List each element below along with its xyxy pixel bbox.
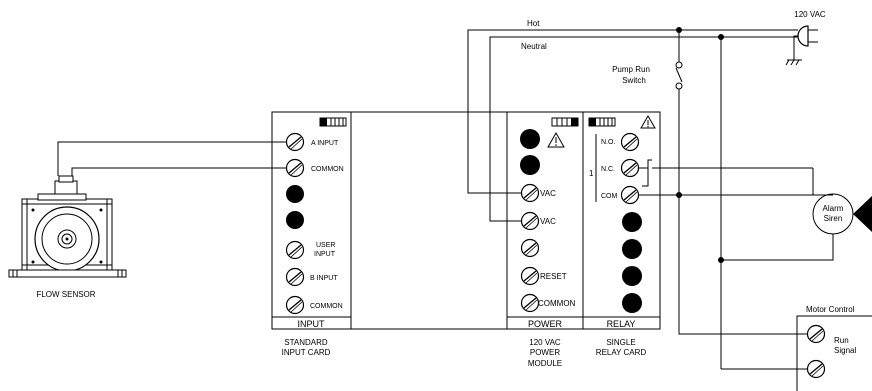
label-common: COMMON (538, 299, 576, 308)
neutral-label: Neutral (521, 42, 547, 51)
relay-number: 1 (589, 169, 594, 178)
terminal-screw-common (520, 293, 540, 313)
power-module-caption: 120 VAC (529, 338, 561, 347)
alarm-label: Alarm (823, 204, 844, 213)
relay-card-footer: RELAY (607, 319, 636, 329)
input-card-footer: INPUT (298, 319, 326, 329)
power-plug-icon: 120 VAC (785, 10, 826, 66)
neutral-wire (489, 36, 798, 222)
label-reset: RESET (540, 272, 567, 281)
vac-120-label: 120 VAC (794, 10, 826, 19)
alarm-siren: Alarm Siren (812, 193, 872, 235)
motor-control-label: Motor Control (806, 305, 855, 314)
power-status-led-icon (551, 117, 579, 127)
terminal-screw-common (285, 158, 305, 178)
label-com: COM (601, 193, 618, 200)
hot-label: Hot (527, 19, 540, 28)
relay-card-caption: SINGLE (606, 338, 635, 347)
terminal-screw-vac (520, 211, 540, 231)
switch-blade-icon (675, 67, 683, 83)
motor-control: Motor Control Run Signal (796, 305, 872, 391)
input-card-caption: STANDARD (284, 338, 328, 347)
empty-terminal-dot (286, 211, 304, 229)
terminal-screw-no (620, 132, 640, 152)
label-vac: VAC (540, 217, 556, 226)
label-a-input: A INPUT (311, 140, 339, 147)
power-module-caption: MODULE (528, 359, 562, 368)
empty-terminal-dot (622, 293, 642, 313)
terminal-screw-b-input (285, 267, 305, 287)
terminal-screw-unused (520, 238, 540, 258)
input-card-status-led-icon (319, 117, 347, 127)
label-user-input: USER (316, 242, 335, 249)
terminal-screw-com (620, 185, 640, 205)
terminal-screw-signal (806, 359, 826, 379)
terminal-screw-common (285, 295, 305, 315)
label-b-input: B INPUT (310, 275, 338, 282)
power-module-caption: POWER (530, 348, 560, 357)
terminal-screw-reset (520, 266, 540, 286)
sensor-wire (71, 167, 287, 176)
pump-run-switch-label: Switch (622, 76, 646, 85)
empty-terminal-dot (622, 212, 642, 232)
pump-run-switch-label: Pump Run (612, 65, 650, 74)
terminal-screw-run (806, 324, 826, 344)
terminal-screw-a-input (285, 132, 305, 152)
empty-terminal-dot (622, 266, 642, 286)
empty-terminal-dot (622, 239, 642, 259)
label-vac: VAC (540, 189, 556, 198)
label-common: COMMON (311, 166, 344, 173)
warning-icon (547, 131, 565, 148)
wiring: Hot Neutral Pump Run Switch (57, 19, 834, 370)
sensor-wire (57, 141, 287, 176)
relay-card-caption: RELAY CARD (596, 348, 647, 357)
siren-label: Siren (824, 214, 843, 223)
terminal-screw-nc (620, 158, 640, 178)
label-user-input: INPUT (314, 251, 336, 258)
warning-icon (640, 115, 656, 129)
label-nc: N.C. (601, 166, 615, 173)
standard-input-card: A INPUT COMMON USER INPUT B INPUT COMMON… (271, 111, 508, 357)
flow-sensor: FLOW SENSOR (8, 175, 127, 299)
label-no: N.O. (601, 139, 615, 146)
empty-terminal-dot (286, 185, 304, 203)
empty-terminal-dot (520, 129, 540, 149)
hot-wire (467, 29, 798, 194)
terminal-screw-vac (520, 183, 540, 203)
relay-status-led-icon (588, 117, 616, 127)
input-card-caption: INPUT CARD (282, 348, 331, 357)
empty-terminal-dot (520, 155, 540, 175)
single-relay-card: 1 N.O. N.C. COM RELAY SINGLE RELAY CARD (582, 111, 661, 357)
power-module: VAC VAC RESET COMMON POWER 120 VAC POWER… (506, 111, 584, 368)
label-common: COMMON (310, 303, 343, 310)
terminal-screw-user-input (285, 240, 305, 260)
power-module-footer: POWER (528, 319, 563, 329)
flow-sensor-label: FLOW SENSOR (36, 290, 95, 299)
run-label: Run (834, 336, 849, 345)
signal-label: Signal (834, 346, 856, 355)
siren-horn-icon (853, 196, 872, 232)
ground-icon (785, 59, 802, 66)
